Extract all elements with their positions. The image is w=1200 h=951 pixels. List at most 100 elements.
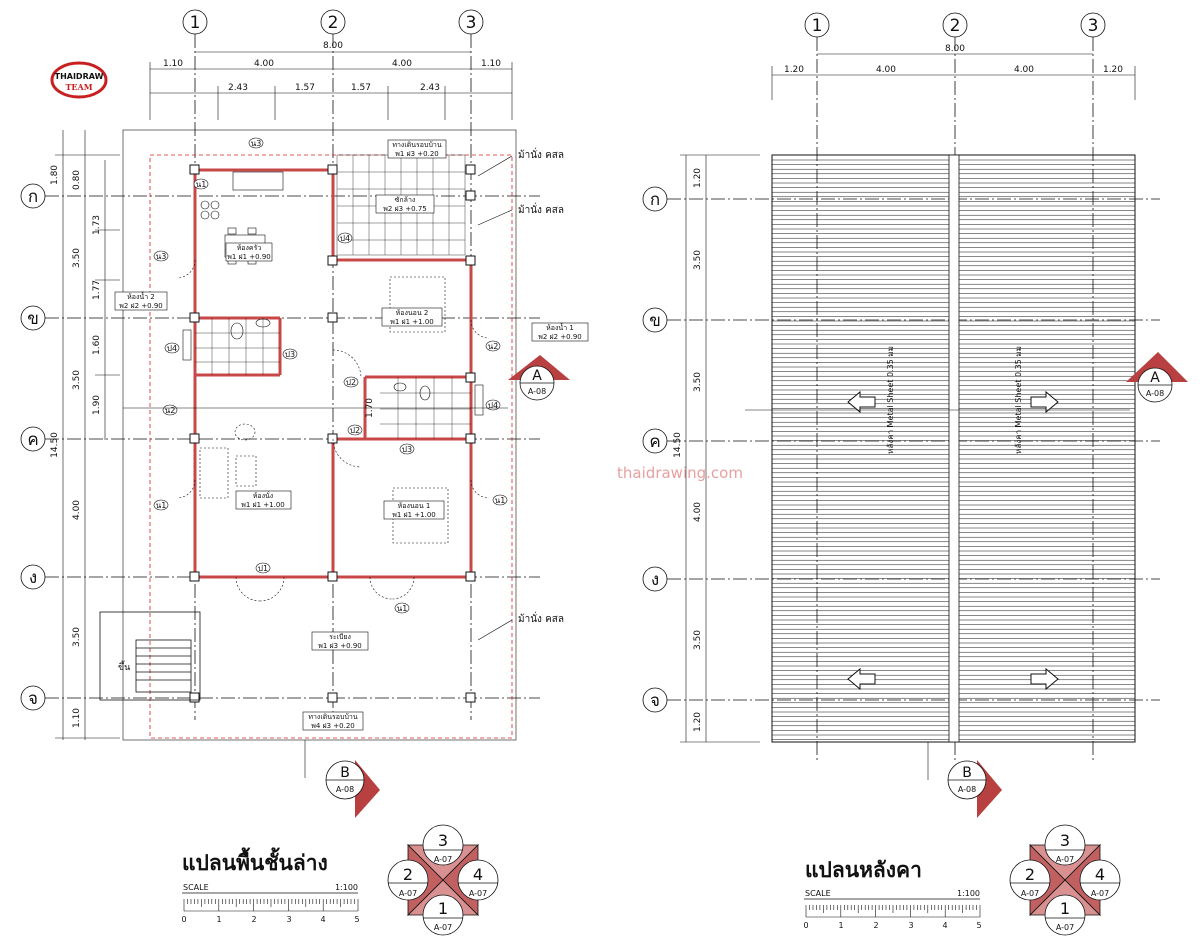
column-axis-label-2: 2 bbox=[328, 13, 339, 33]
watermark-text: thaidrawing.com bbox=[617, 464, 743, 482]
dim-left-4: 4.00 bbox=[72, 500, 82, 520]
floor-elev-top-number: 3 bbox=[438, 831, 448, 850]
roof-elev-top-sheet: A-07 bbox=[1056, 855, 1074, 864]
roof-scale-tick-0: 0 bbox=[803, 921, 808, 930]
dim-top2-3: 1.57 bbox=[351, 83, 371, 93]
roof-row-axis-label-cho: จ bbox=[650, 691, 660, 711]
roof-dim-left-2: 3.50 bbox=[693, 250, 703, 270]
floor-scale-tick-1: 1 bbox=[216, 915, 221, 924]
row-axis-label-ko: ก bbox=[28, 187, 38, 207]
toilet-fixtures bbox=[182, 318, 484, 416]
roof-plan-title: แปลนหลังคา bbox=[805, 858, 922, 882]
roof-scale-tick-2: 2 bbox=[873, 921, 878, 930]
room-tag-living: พ1 ฝ1 +1.00 bbox=[241, 501, 285, 509]
row-axis-kho bbox=[20, 305, 540, 331]
room-name-terrace: ระเบียง bbox=[329, 633, 351, 641]
roof-dim-left-1: 1.20 bbox=[693, 168, 703, 188]
section-B-sheet-roof: A-08 bbox=[958, 785, 976, 794]
tag-window-3-b: น3 bbox=[156, 252, 167, 261]
walls bbox=[193, 168, 473, 579]
roof-row-axis-label-ko: ก bbox=[650, 190, 660, 210]
roof-elev-bottom-number: 1 bbox=[1060, 899, 1070, 918]
dim-left-inner-2: 1.73 bbox=[92, 215, 102, 235]
dim-top2-1: 2.43 bbox=[228, 83, 248, 93]
room-tag-laundry: พ2 ฝ3 +0.75 bbox=[383, 205, 427, 213]
column-axis-2 bbox=[320, 9, 346, 720]
roof-row-axis-label-kho2: ค bbox=[649, 432, 660, 452]
note-bench-2: ม้านั่ง คสล bbox=[518, 202, 564, 216]
tag-window-1-b: น1 bbox=[156, 501, 167, 510]
floor-elev-bottom-sheet: A-07 bbox=[434, 923, 452, 932]
roof-dim-left-3: 3.50 bbox=[693, 372, 703, 392]
roof-row-axis-kho2 bbox=[642, 428, 1160, 454]
roof-scale-ratio: 1:100 bbox=[957, 889, 980, 898]
section-marker-B-floor bbox=[304, 740, 380, 818]
roof-dim-left-6: 1.20 bbox=[693, 712, 703, 732]
roof-column-axis-3 bbox=[1080, 12, 1106, 760]
section-B-sheet-floor: A-08 bbox=[336, 785, 354, 794]
elevation-key-floor bbox=[387, 824, 499, 936]
roof-scale-tick-5: 5 bbox=[976, 921, 981, 930]
room-name-bedroom-2: ห้องนอน 2 bbox=[396, 309, 429, 317]
tag-door-4-a: ป4 bbox=[167, 344, 177, 353]
floor-elev-left-sheet: A-07 bbox=[399, 889, 417, 898]
thaidraw-logo: THAIDRAW TEAM bbox=[50, 61, 108, 99]
dim-top2-2: 1.57 bbox=[295, 83, 315, 93]
roof-column-axis-label-1: 1 bbox=[812, 16, 823, 36]
room-name-walkway-top: ทางเดินรอบบ้าน bbox=[392, 141, 441, 149]
tag-door-4-c: ป4 bbox=[488, 401, 498, 410]
doors bbox=[176, 259, 490, 602]
tag-door-4-b: ป4 bbox=[340, 234, 350, 243]
roof-note-right: หลังคา Metal Sheet 0.35 มม bbox=[1014, 346, 1023, 454]
room-name-bathroom-2: ห้องน้ำ 2 bbox=[127, 290, 155, 301]
dim-top-1: 1.10 bbox=[163, 59, 183, 69]
dim-top2-4: 2.43 bbox=[420, 83, 440, 93]
tag-door-3-b: ป3 bbox=[402, 445, 412, 454]
floor-scale-tick-5: 5 bbox=[354, 915, 359, 924]
roof-elev-bottom-sheet: A-07 bbox=[1056, 923, 1074, 932]
roof-edge-outline bbox=[149, 154, 513, 739]
roof-dim-left-4: 4.00 bbox=[693, 502, 703, 522]
floor-scale-bar bbox=[183, 899, 359, 912]
roof-dim-top-3: 4.00 bbox=[1014, 65, 1034, 75]
tag-window-1-a: น1 bbox=[196, 180, 207, 189]
dim-left-inner-4: 1.60 bbox=[92, 335, 102, 355]
roof-plan: 1 2 3 ก ข ค ง จ 8.00 1.20 4.00 4.00 1.20 bbox=[642, 12, 1188, 818]
roof-row-axis-ko bbox=[642, 186, 1160, 212]
floor-elev-bottom-number: 1 bbox=[438, 899, 448, 918]
dim-left-6: 1.10 bbox=[72, 708, 82, 728]
roof-elev-right-number: 4 bbox=[1095, 865, 1105, 884]
dim-left-5: 3.50 bbox=[72, 627, 82, 647]
logo-text-bottom: TEAM bbox=[65, 82, 92, 92]
roof-dim-top-overall: 8.00 bbox=[945, 44, 965, 54]
roof-elev-left-number: 2 bbox=[1025, 865, 1035, 884]
roof-column-axis-1 bbox=[804, 12, 830, 760]
dim-left-3: 3.50 bbox=[72, 370, 82, 390]
room-tag-walkway-top: พ1 ฝ3 +0.20 bbox=[395, 150, 439, 158]
roof-row-axis-label-ngo: ง bbox=[651, 570, 659, 590]
section-A-sheet-roof: A-08 bbox=[1146, 389, 1164, 398]
floor-elev-left-number: 2 bbox=[403, 865, 413, 884]
room-name-laundry: ซักล้าง bbox=[395, 196, 416, 204]
roof-top-dimensions bbox=[771, 53, 1136, 100]
dim-left-inner-5: 1.90 bbox=[92, 395, 102, 415]
roof-scale-label: SCALE bbox=[805, 889, 831, 898]
columns bbox=[189, 164, 476, 703]
room-tag-bedroom-2: พ1 ฝ1 +1.00 bbox=[390, 318, 434, 326]
dim-left-2: 3.50 bbox=[72, 248, 82, 268]
section-B-letter-floor: B bbox=[340, 765, 350, 781]
roof-slope-arrows bbox=[847, 390, 1059, 691]
dim-left-1: 1.80 bbox=[50, 165, 60, 185]
tag-door-3-a: ป3 bbox=[285, 350, 295, 359]
row-axis-kho2 bbox=[20, 426, 540, 452]
section-A-letter-floor: A bbox=[532, 368, 542, 384]
tag-window-1-d: น1 bbox=[495, 496, 506, 505]
room-name-living: ห้องนั่ง bbox=[253, 491, 273, 500]
elevation-key-roof bbox=[1009, 824, 1121, 936]
bed-2 bbox=[389, 276, 446, 333]
roof-note-left: หลังคา Metal Sheet 0.35 มม bbox=[886, 346, 895, 454]
roof-left-dimensions bbox=[680, 154, 760, 743]
floor-plan: 1 2 3 ก ข ค ง จ bbox=[20, 9, 589, 818]
dim-top-3: 4.00 bbox=[392, 59, 412, 69]
top-dimensions bbox=[149, 51, 513, 120]
